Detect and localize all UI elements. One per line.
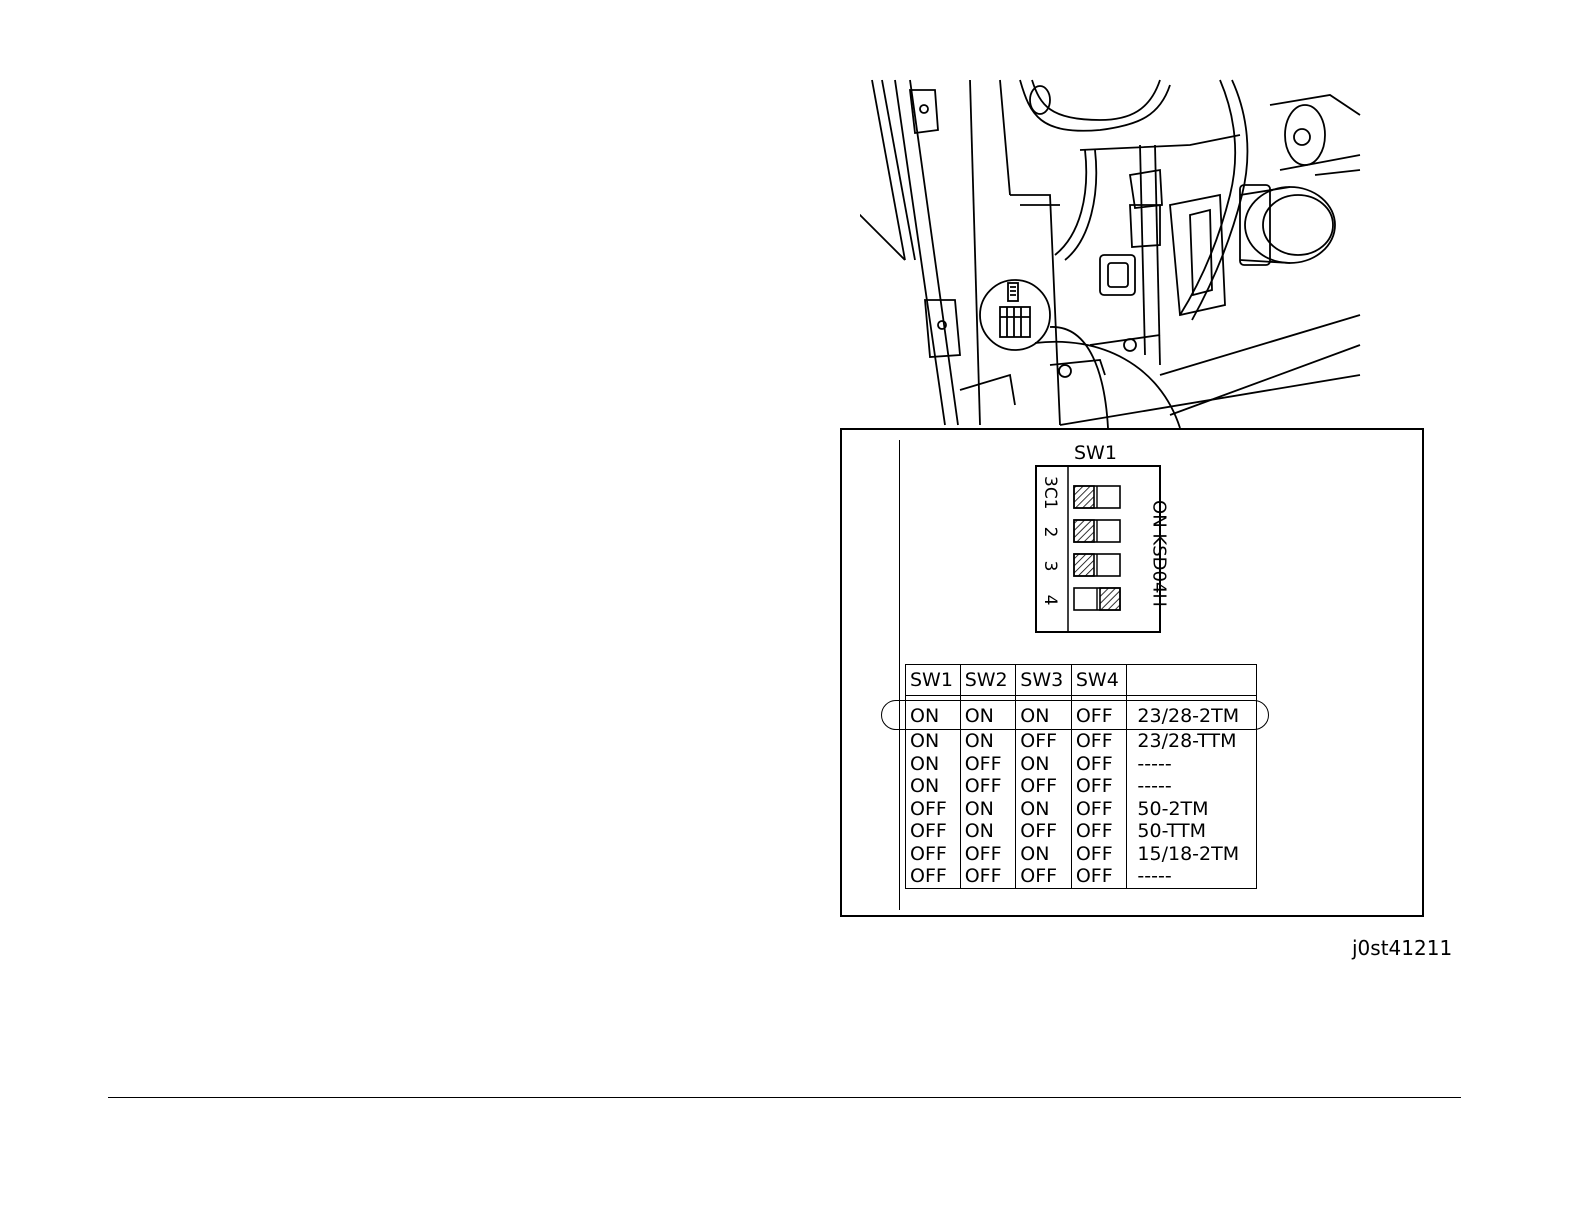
header-sw2: SW2 xyxy=(960,665,1016,696)
table-cell: OFF xyxy=(960,843,1016,866)
side-label: 3C1 xyxy=(1040,476,1060,500)
dip-switch-part-label: ON KSD04H xyxy=(1149,499,1170,609)
table-cell: 50-TTM xyxy=(1127,820,1257,843)
table-cell: OFF xyxy=(906,798,961,821)
table-cell: 15/18-2TM xyxy=(1127,843,1257,866)
table-cell: ----- xyxy=(1127,775,1257,798)
table-cell: OFF xyxy=(960,753,1016,776)
table-cell: OFF xyxy=(1071,865,1127,888)
position-label-2: 2 xyxy=(1040,520,1060,544)
table-cell: OFF xyxy=(1016,820,1072,843)
header-model xyxy=(1127,665,1257,696)
table-header-row: SW1 SW2 SW3 SW4 xyxy=(906,665,1257,696)
table-cell: OFF xyxy=(1016,775,1072,798)
dip-toggle-3-knob xyxy=(1074,554,1094,576)
table-cell: ON xyxy=(1016,843,1072,866)
position-label-3: 3 xyxy=(1040,554,1060,578)
table-cell: OFF xyxy=(906,820,961,843)
part-number: KSD04H xyxy=(1149,533,1170,607)
table-cell: ON xyxy=(906,696,961,731)
position-label-4: 4 xyxy=(1040,588,1060,612)
panel-divider xyxy=(899,440,900,910)
table-cell: OFF xyxy=(1016,730,1072,753)
table-cell: ON xyxy=(906,775,961,798)
table-cell: ON xyxy=(960,820,1016,843)
table-cell: OFF xyxy=(1016,865,1072,888)
table-cell: OFF xyxy=(1071,843,1127,866)
header-sw4: SW4 xyxy=(1071,665,1127,696)
table-cell: 23/28-TTM xyxy=(1127,730,1257,753)
table-cell: OFF xyxy=(1071,798,1127,821)
table-cell: OFF xyxy=(1071,753,1127,776)
table-cell: ----- xyxy=(1127,865,1257,888)
table-cell: ON xyxy=(1016,753,1072,776)
table-cell: 50-2TM xyxy=(1127,798,1257,821)
figure-id: j0st41211 xyxy=(1352,936,1452,960)
table-cell: OFF xyxy=(1071,775,1127,798)
table-cell: ON xyxy=(960,798,1016,821)
table-cell: ----- xyxy=(1127,753,1257,776)
dip-switch-title: SW1 xyxy=(1074,442,1117,464)
table-cell: OFF xyxy=(960,865,1016,888)
switch-detail-panel: SW1 ON KSD04H 3C1 2 3 4 SW1 SW2 SW3 SW4 xyxy=(840,428,1424,917)
footer-rule xyxy=(108,1097,1461,1098)
table-cell: ON xyxy=(906,730,961,753)
table-cell: OFF xyxy=(960,775,1016,798)
dip-toggle-4-knob xyxy=(1100,588,1120,610)
header-sw1: SW1 xyxy=(906,665,961,696)
table-cell: OFF xyxy=(1071,730,1127,753)
table-cell: 23/28-2TM xyxy=(1127,696,1257,731)
table-cell: OFF xyxy=(1071,820,1127,843)
machine-illustration xyxy=(860,75,1370,430)
table-cell: ON xyxy=(906,753,961,776)
header-sw3: SW3 xyxy=(1016,665,1072,696)
table-cell: ON xyxy=(960,730,1016,753)
dip-toggle-1-knob xyxy=(1074,486,1094,508)
on-label: ON xyxy=(1149,500,1170,528)
table-cell: ON xyxy=(960,696,1016,731)
table-cell: OFF xyxy=(1071,696,1127,731)
table-cell: OFF xyxy=(906,843,961,866)
table-cell: ON xyxy=(1016,798,1072,821)
table-cell: ON xyxy=(1016,696,1072,731)
dip-toggle-2-knob xyxy=(1074,520,1094,542)
table-cell: OFF xyxy=(906,865,961,888)
